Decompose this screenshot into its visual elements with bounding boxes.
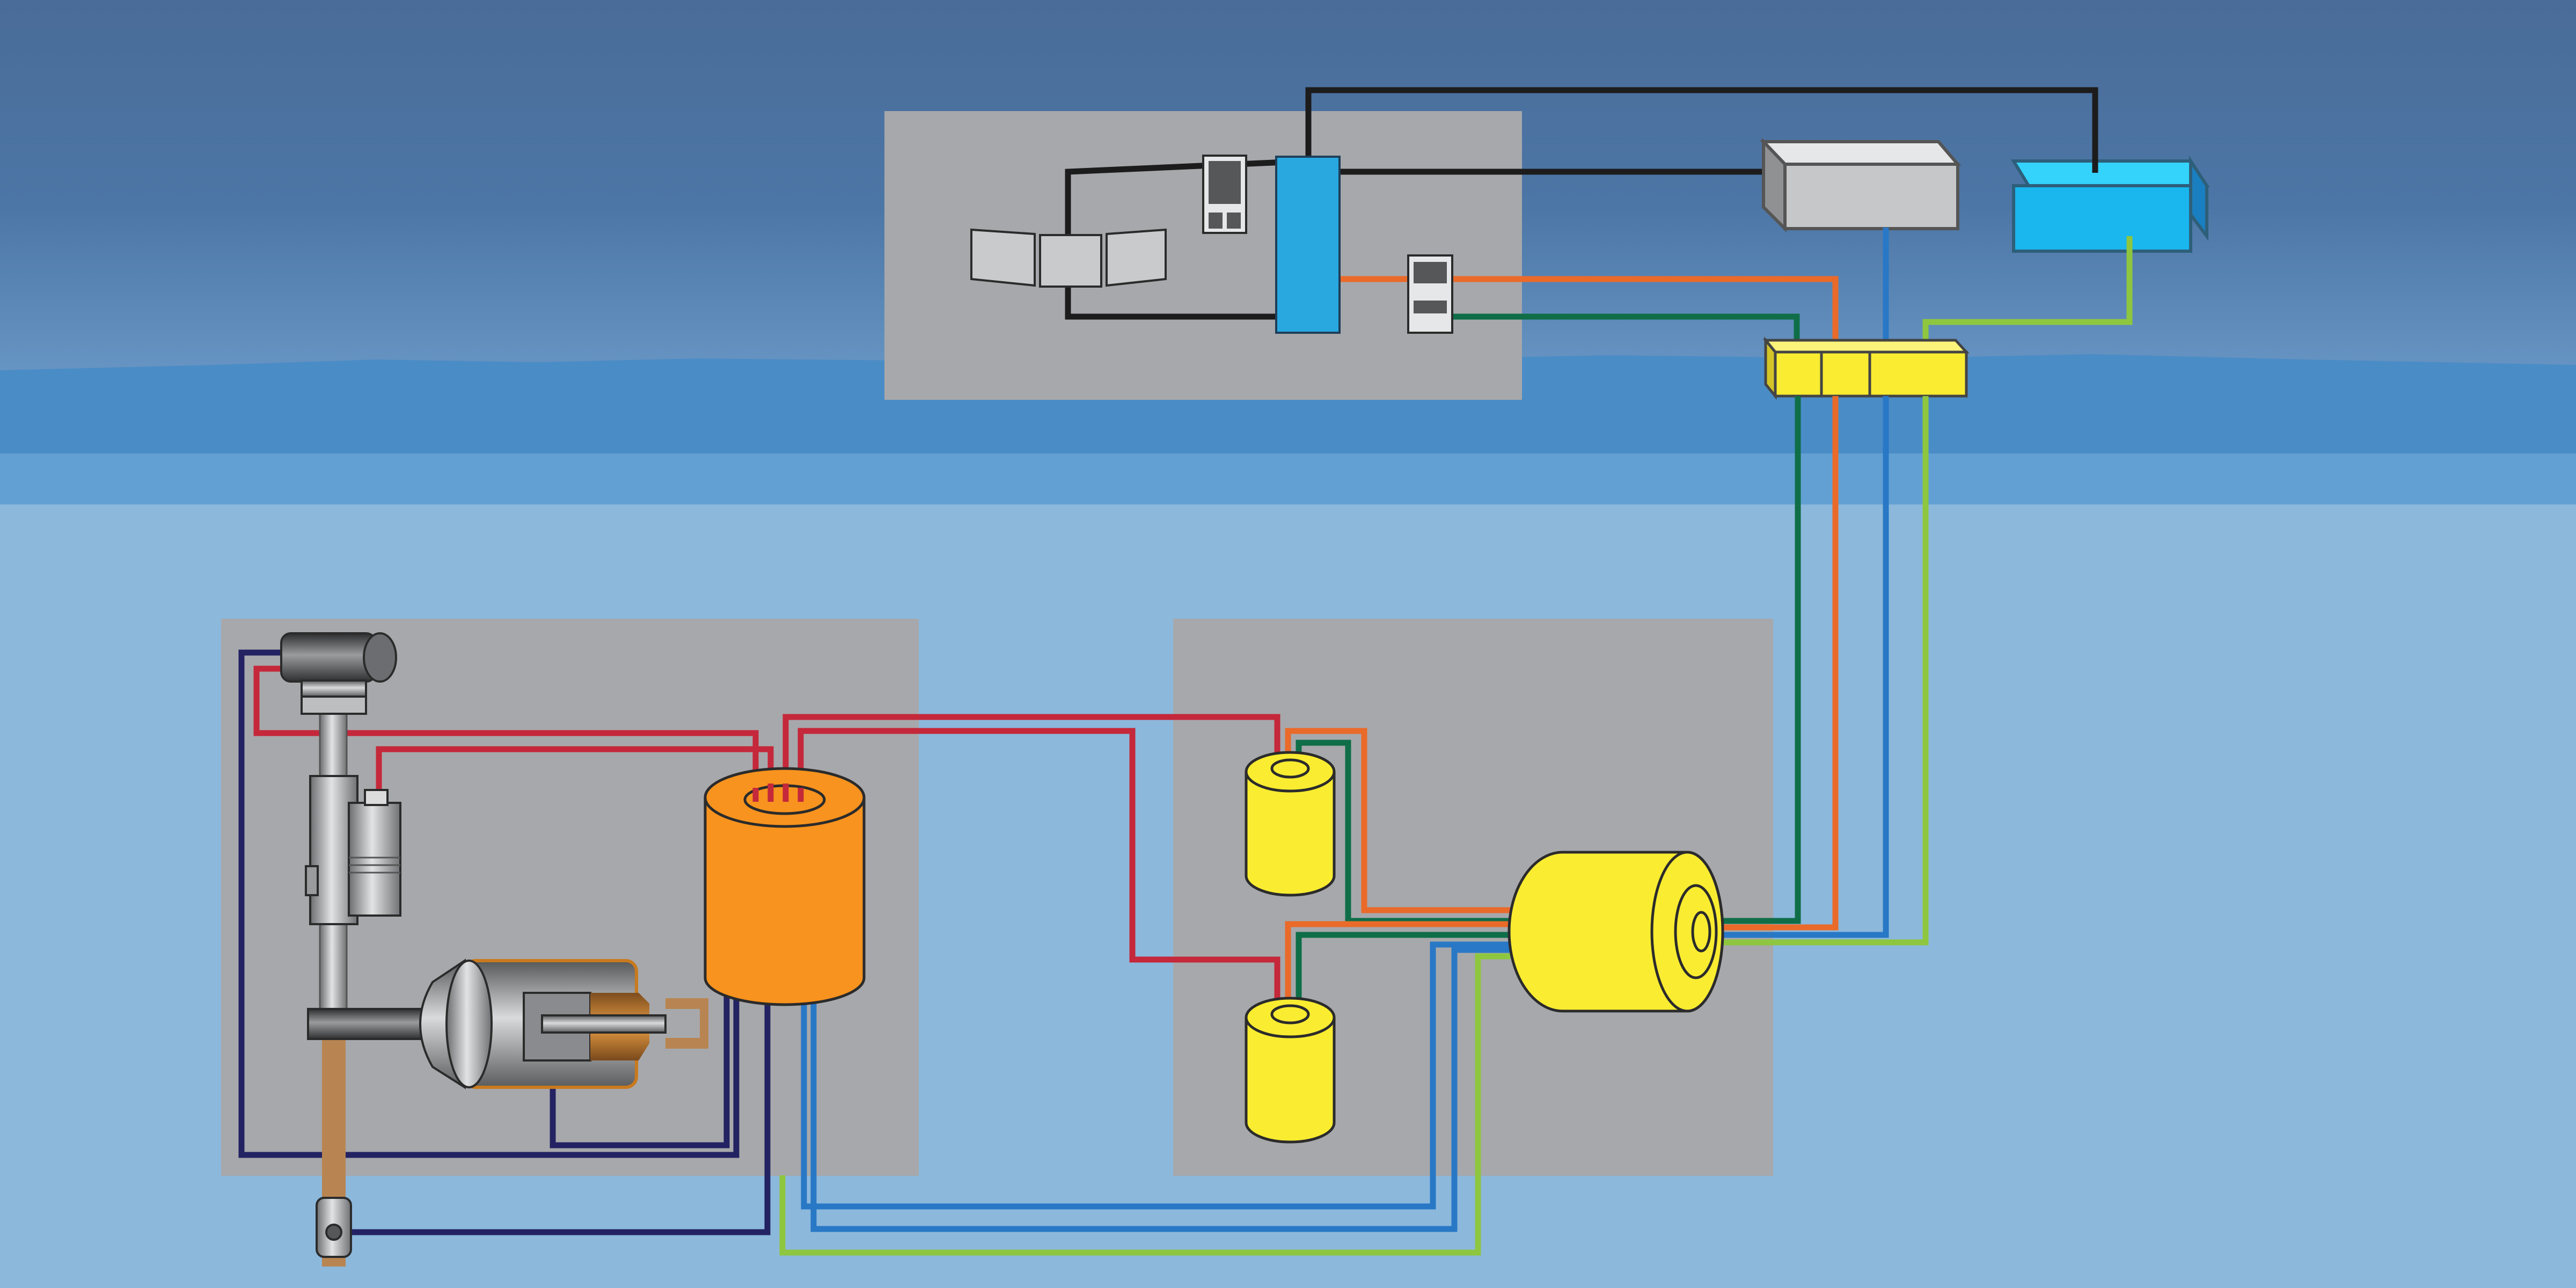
cyan-enclosure-green-wire [1922,236,2133,351]
shoreline-band [0,453,2576,504]
hydraulic-wires [238,649,1510,1256]
rotary-actuator [305,775,401,925]
display-screens [970,228,1167,288]
junction-box [1762,336,1970,400]
hydraulic-cylinder [307,958,708,1089]
junction-to-coil-wires [1698,396,1929,946]
control-pillar [1275,156,1341,334]
reservoir-red-wire-stubs [752,784,804,802]
cyan-enclosure [2010,155,2210,253]
small-accumulator-upper [1245,751,1336,897]
small-accumulator-lower [1245,997,1336,1144]
handheld-remote [1202,155,1247,234]
grey-enclosure [1760,137,1962,233]
hydraulic-reservoir [704,767,866,1006]
terminal-unit [1407,254,1453,334]
winch-motor [280,632,397,715]
large-coil [1507,851,1724,1013]
transducer-wires [1285,728,1510,1012]
shaft-clamp [316,1197,352,1258]
